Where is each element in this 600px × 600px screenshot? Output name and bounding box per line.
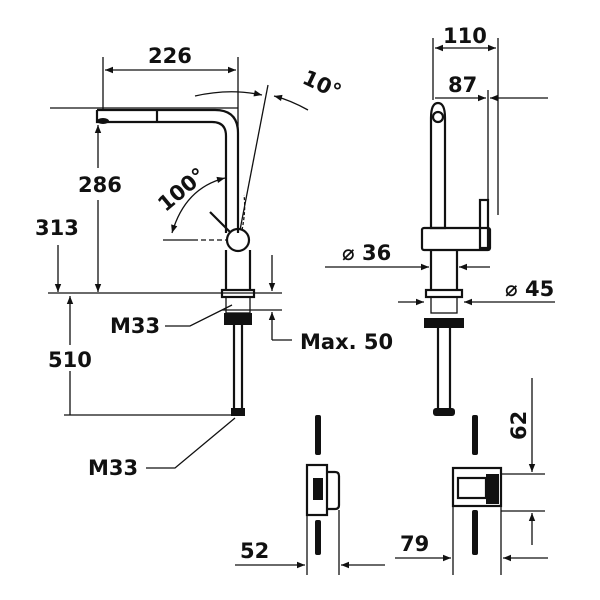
label-thread-top: M33	[110, 314, 160, 338]
front-dimensions: 110 87 ⌀ 36 ⌀ 45	[325, 24, 555, 306]
dim-valve-width-side: 52	[240, 539, 269, 563]
dim-spout-offset: 87	[448, 73, 477, 97]
dim-hose-length: 510	[48, 348, 92, 372]
side-dimensions: 226 10° 100° 286 313 Max. 50 M33 510 M33	[35, 44, 393, 480]
label-thread-bottom: M33	[88, 456, 138, 480]
dim-total-height: 313	[35, 216, 79, 240]
dim-body-diameter: ⌀ 36	[342, 241, 391, 265]
valve-front-view: 79 62	[395, 378, 548, 575]
dim-valve-height: 62	[507, 411, 531, 440]
dim-max-thickness: Max. 50	[300, 330, 393, 354]
dim-base-diameter: ⌀ 45	[505, 277, 554, 301]
dim-valve-width-front: 79	[400, 532, 429, 556]
dim-spout-height: 286	[78, 173, 122, 197]
side-view	[95, 108, 256, 416]
dim-spout-reach: 226	[148, 44, 192, 68]
lever-pivot	[225, 227, 251, 253]
valve-side-view: 52	[235, 415, 385, 575]
dim-swivel-10: 10°	[299, 65, 345, 104]
front-spout	[429, 101, 447, 230]
dim-swivel-100: 100°	[153, 163, 210, 216]
faucet-body	[224, 250, 252, 290]
dim-body-depth: 110	[443, 24, 487, 48]
supply-hose	[232, 325, 244, 410]
front-view	[420, 101, 492, 416]
